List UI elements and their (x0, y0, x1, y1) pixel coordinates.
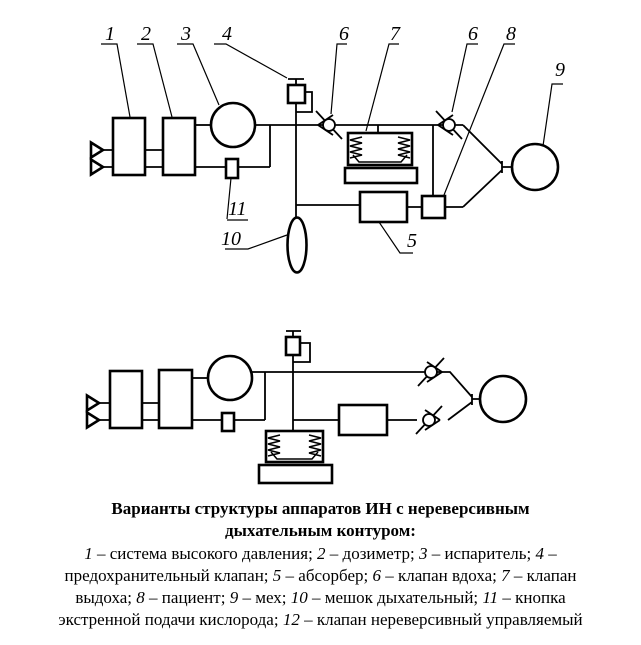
gas-inlet-arrow-icon (89, 140, 106, 160)
safety-valve (284, 330, 311, 363)
gas-inlet-arrow-icon (85, 393, 102, 413)
oxygen-flush-button (220, 411, 236, 433)
vaporizer-circle (206, 354, 254, 402)
dosimeter-box (157, 368, 194, 430)
spring-icon (349, 136, 363, 159)
leader-5 (378, 221, 413, 254)
absorber-box (358, 190, 409, 224)
leader-8 (443, 43, 515, 196)
label-3: 3 (180, 23, 191, 45)
leader-1 (101, 43, 131, 118)
figure-caption: Варианты структуры аппаратов ИН с нереве… (0, 498, 641, 632)
leader-3 (177, 43, 220, 106)
bellows-base (257, 463, 334, 485)
leader-9 (542, 83, 563, 147)
diagram-variant-2 (85, 330, 528, 485)
safety-valve-bracket (293, 342, 311, 363)
valve-membrane (352, 154, 408, 163)
leader-6b (451, 43, 478, 113)
bellows-circle (510, 142, 560, 192)
gas-inlet-arrow-icon (85, 410, 102, 430)
gas-inlet-lines (103, 149, 113, 168)
patient-circle (478, 374, 528, 424)
caption-title-line-1: Варианты структуры аппаратов ИН с нереве… (111, 499, 530, 518)
bellows-unit (257, 429, 334, 485)
label-9: 9 (555, 59, 565, 81)
safety-valve-bracket (296, 91, 313, 113)
inhale-check-valve-icon (415, 405, 443, 435)
gas-inlet-arrow-icon (89, 157, 106, 177)
safety-valve (286, 78, 313, 113)
label-7: 7 (390, 23, 401, 45)
block-connectors (145, 149, 163, 168)
label-8: 8 (506, 23, 516, 45)
exhale-valve (343, 131, 419, 185)
label-2: 2 (141, 23, 151, 45)
schematic-canvas: 1 2 3 4 6 7 6 8 9 11 10 5 (85, 23, 565, 485)
label-6a: 6 (339, 23, 349, 45)
spring-icon (397, 136, 411, 159)
label-11: 11 (228, 198, 247, 220)
leader-6a (330, 43, 347, 115)
dosimeter-box (161, 116, 197, 177)
label-5: 5 (407, 230, 417, 252)
high-pressure-system-box (108, 369, 144, 430)
label-1: 1 (105, 23, 115, 45)
label-4: 4 (222, 23, 232, 45)
block-connectors (142, 402, 159, 421)
safety-valve-body (286, 83, 307, 105)
oxygen-flush-button (224, 157, 240, 180)
safety-valve-body (284, 335, 302, 357)
gas-inlet-lines (99, 402, 110, 421)
patient-box (420, 194, 447, 220)
legend: 1 – система высокого давления; 2 – дозим… (58, 544, 583, 630)
leader-11 (226, 177, 248, 221)
valve-membrane (270, 451, 319, 460)
breathing-bag-ellipse (286, 216, 308, 274)
patient-junction-lines (462, 124, 513, 208)
caption-title-line-2: дыхательным контуром: (225, 521, 416, 541)
spring-icon (267, 434, 281, 457)
leader-4 (214, 43, 288, 79)
diagram-variant-1: 1 2 3 4 6 7 6 8 9 11 10 5 (89, 23, 565, 274)
patient-junction-lines (440, 371, 481, 421)
leader-2 (137, 43, 173, 118)
exhale-valve-base (343, 166, 419, 185)
leader-10 (225, 234, 288, 250)
spring-icon (308, 434, 322, 457)
leader-7 (365, 43, 399, 132)
absorber-box (337, 403, 389, 437)
high-pressure-system-box (111, 116, 147, 177)
label-6b: 6 (468, 23, 478, 45)
vaporizer-circle (209, 101, 257, 149)
label-10: 10 (221, 228, 241, 250)
